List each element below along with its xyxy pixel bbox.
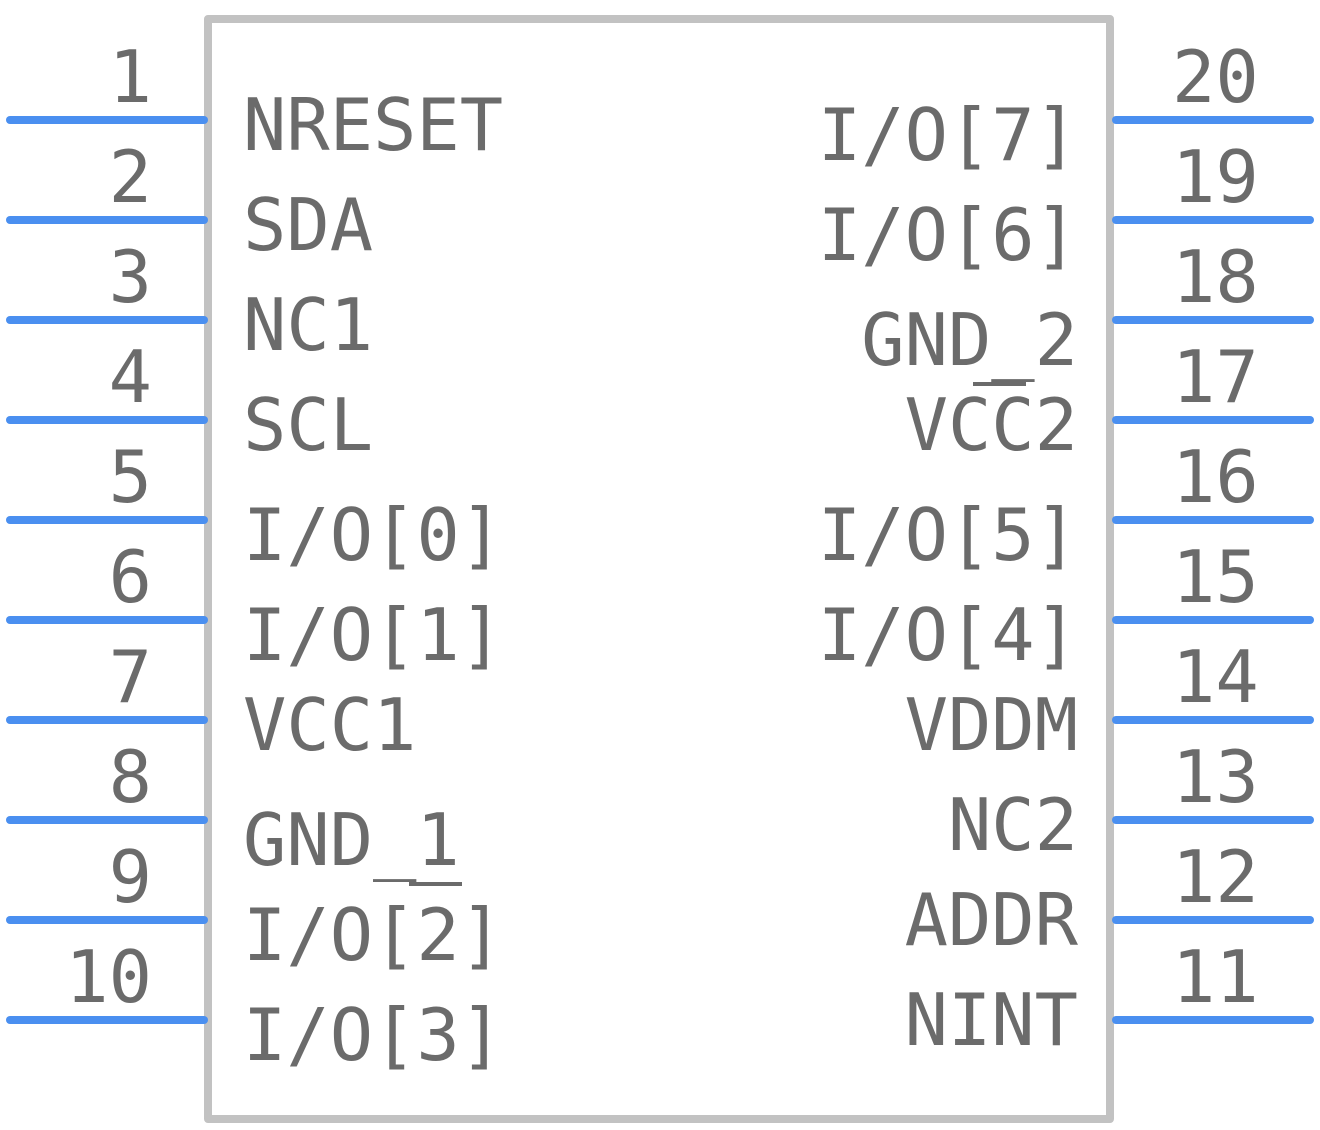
pin-18-label: GND_2	[861, 298, 1078, 382]
pin-5-label: I/O[0]	[243, 493, 503, 577]
pin-7-number: 7	[109, 635, 152, 719]
pin-14-label: VDDM	[905, 683, 1078, 767]
pin-18-number: 18	[1172, 235, 1259, 319]
pin-13-number: 13	[1172, 735, 1259, 819]
pin-13-label: NC2	[948, 783, 1078, 867]
pin-4-number: 4	[109, 335, 152, 419]
pin-16-number: 16	[1172, 435, 1259, 519]
pin-1-number: 1	[109, 35, 152, 119]
pin-9-label: I/O[2]	[243, 893, 503, 977]
pin-9-number: 9	[109, 835, 152, 919]
pin-4-label: SCL	[243, 383, 373, 467]
pin-3-number: 3	[109, 235, 152, 319]
pin-3-label: NC1	[243, 283, 373, 367]
pin-15-number: 15	[1172, 535, 1259, 619]
pin-11-label: NINT	[905, 978, 1078, 1062]
pin-8-label: GND_1	[243, 798, 460, 882]
pin-10-number: 10	[65, 935, 152, 1019]
pin-14-number: 14	[1172, 635, 1259, 719]
pin-19-label: I/O[6]	[818, 193, 1078, 277]
pin-6-label: I/O[1]	[243, 593, 503, 677]
pin-8-number: 8	[109, 735, 152, 819]
pin-15-label: I/O[4]	[818, 593, 1078, 677]
pin-2-number: 2	[109, 135, 152, 219]
pin-5-number: 5	[109, 435, 152, 519]
pin-7-label: VCC1	[243, 683, 416, 767]
pin-11-number: 11	[1172, 935, 1259, 1019]
pin-1-label: NRESET	[243, 83, 503, 167]
pin-6-number: 6	[109, 535, 152, 619]
pin-17-label: VCC2	[905, 383, 1078, 467]
pin-12-number: 12	[1172, 835, 1259, 919]
pin-17-number: 17	[1172, 335, 1259, 419]
pin-2-label: SDA	[243, 183, 373, 267]
pin-20-number: 20	[1172, 35, 1259, 119]
ic-body-outline	[204, 15, 1114, 1123]
pin-20-label: I/O[7]	[818, 93, 1078, 177]
pin-16-label: I/O[5]	[818, 493, 1078, 577]
pin-12-label: ADDR	[905, 878, 1079, 962]
pin-19-number: 19	[1172, 135, 1259, 219]
pin-10-label: I/O[3]	[243, 993, 503, 1077]
